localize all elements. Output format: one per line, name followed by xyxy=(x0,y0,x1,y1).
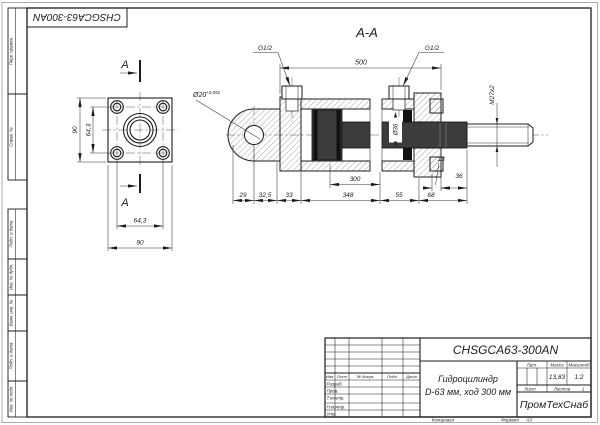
dim-g12-left: G1/2 xyxy=(258,45,272,52)
scale-value: 1:2 xyxy=(574,374,583,381)
section-letter-bottom: А xyxy=(120,197,128,209)
dim-flange-643v: 64,3 xyxy=(86,123,93,136)
title-designation: CHSGCA63-300AN xyxy=(453,343,559,357)
side-label-inv-podl: Инв. № подл. xyxy=(9,386,14,413)
footer-kopiroval: Копировал xyxy=(432,418,455,423)
dim-36: 36 xyxy=(455,173,463,180)
dim-eye-diameter: Ø20+0,052 xyxy=(192,90,221,99)
dim-chain-29: 29 xyxy=(238,192,247,199)
dim-chain-68: 68 xyxy=(427,192,435,199)
mass-value: 13,83 xyxy=(549,374,566,381)
dim-300: 300 xyxy=(350,176,361,183)
col-doc: № докум. xyxy=(357,374,375,379)
side-label-vzam-inv: Взам. инв. № xyxy=(9,299,14,326)
tube-wall-top-left xyxy=(300,98,371,110)
side-stamp-boxes xyxy=(7,7,28,418)
sheets-label: Листов xyxy=(553,387,571,392)
side-label-podp-data-1: Подп. и дата xyxy=(9,220,14,248)
dim-flange-90v: 90 xyxy=(72,126,79,134)
section-letter-top: А xyxy=(120,59,128,71)
rod-seal-bottom xyxy=(403,148,412,160)
row-tkontr: Т.контр. xyxy=(327,396,345,401)
section-cut-arrows: А А xyxy=(120,59,141,209)
gland-nut-top xyxy=(429,98,444,114)
part-name-line1: Гидроцилиндр xyxy=(438,374,498,384)
port-boss-right xyxy=(388,85,410,100)
col-podp: Подп. xyxy=(387,374,398,379)
footer-format-value: А3 xyxy=(525,418,532,423)
flange-bolt-holes xyxy=(110,100,170,160)
top-stamp-box xyxy=(26,7,128,28)
gland-nut-bottom xyxy=(429,156,444,172)
dim-g12-right: G1/2 xyxy=(425,45,439,52)
port-channel-right xyxy=(392,98,406,111)
col-data: Дата xyxy=(405,374,417,379)
sheet-footer: Копировал Формат А3 xyxy=(432,418,532,423)
tube-wall-bottom-left xyxy=(300,160,371,172)
dim-chain-348: 348 xyxy=(343,192,354,199)
flange-view: А А 90 64,3 64,3 90 xyxy=(72,59,178,251)
lit-label: Лит. xyxy=(526,363,538,368)
dim-rod-diameter: Ø36 xyxy=(394,123,400,136)
top-stamp: CHSGCA63-300AN xyxy=(26,7,128,28)
dim-flange-643h: 64,3 xyxy=(134,218,147,225)
section-dimensions: 500 G1/2 G1/2 Ø20+0,052 Ø36 M27x2 300 xyxy=(192,45,499,204)
dim-13: 13 xyxy=(437,156,445,163)
side-label-sprav-n: Справ. № xyxy=(9,127,14,147)
flange-boss-circle xyxy=(122,112,158,148)
section-view: А-А xyxy=(226,25,548,178)
side-label-podp-data-2: Подп. и дата xyxy=(9,342,14,370)
row-razrab: Разраб. xyxy=(327,382,343,387)
row-nkontr: Н.контр. xyxy=(327,405,346,410)
dim-chain-33: 33 xyxy=(285,192,293,199)
tube-wall-bottom-right xyxy=(381,160,415,172)
footer-format: Формат xyxy=(501,418,519,423)
dim-thread: M27x2 xyxy=(489,85,496,105)
scale-label: Масштаб xyxy=(568,363,589,368)
flange-dimensions: 90 64,3 64,3 90 xyxy=(72,97,173,251)
company-name: ПромТехСнаб xyxy=(520,399,589,411)
section-title: А-А xyxy=(355,25,378,40)
mass-label: Масса xyxy=(550,363,564,368)
side-label-perv-primen: Перв. примен. xyxy=(9,37,14,66)
dim-chain-55: 55 xyxy=(395,192,403,199)
dim-500: 500 xyxy=(355,60,367,67)
eye-hole xyxy=(244,125,264,145)
side-stamp-column: Перв. примен. Справ. № Подп. и дата Инв.… xyxy=(7,7,28,418)
side-label-inv-dubl: Инв. № дубл. xyxy=(9,264,14,290)
port-boss-left xyxy=(281,85,303,100)
piston-rod-left xyxy=(341,121,371,149)
dim-flange-90h: 90 xyxy=(136,240,144,247)
flange-plate xyxy=(107,97,173,163)
col-izm: Изм. xyxy=(326,374,335,379)
sheet-label: Лист xyxy=(523,387,536,392)
part-name-line2: D-63 мм, ход 300 мм xyxy=(425,387,511,397)
rod-seal-top xyxy=(403,110,412,122)
row-prov: Пров. xyxy=(327,389,339,394)
dim-chain-325: 32,5 xyxy=(259,192,272,199)
dimension-chain: 29 32,5 33 348 55 68 xyxy=(232,145,468,204)
top-stamp-designation: CHSGCA63-300AN xyxy=(32,11,121,22)
title-block: Изм. Лист № докум. Подп. Дата Разраб. Пр… xyxy=(324,337,592,418)
rod-thread-end xyxy=(466,123,534,147)
sheets-value: 1 xyxy=(582,387,585,392)
row-utv: Утв. xyxy=(327,412,337,417)
col-list: Лист xyxy=(336,374,348,379)
